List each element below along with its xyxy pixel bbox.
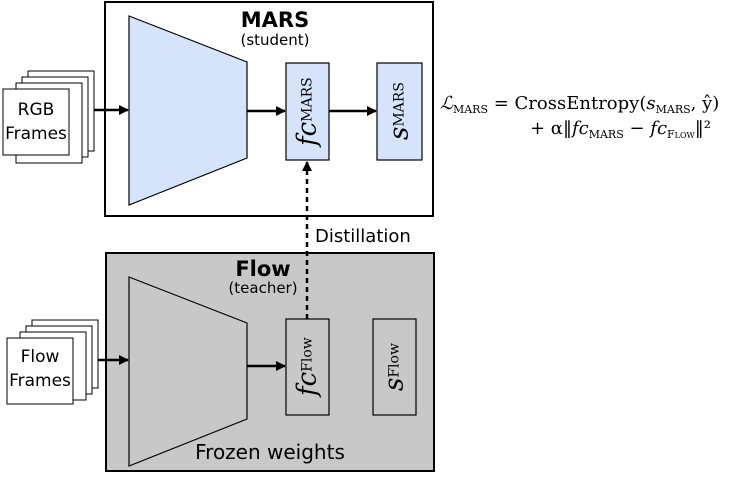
loss-score-symbol: s: [646, 93, 656, 114]
mars-subtitle: (student): [240, 31, 310, 49]
flow-feature-subscript: Flow: [299, 337, 316, 373]
flow-feature-symbol: fc: [292, 372, 323, 397]
mars-feature-symbol: fc: [292, 121, 323, 146]
loss-fc-mars-subscript: MARS: [588, 128, 624, 141]
frozen-weights-label: Frozen weights: [195, 440, 345, 464]
loss-equation-line1: ℒMARS = CrossEntropy(sMARS, ŷ): [440, 93, 719, 116]
flow-feature-label: fcFlow: [286, 319, 329, 415]
mars-score-symbol: s: [384, 127, 415, 141]
mars-score-subscript: MARS: [391, 82, 408, 128]
distillation-label: Distillation: [315, 226, 411, 247]
mars-feature-subscript: MARS: [299, 77, 316, 122]
loss-fc-flow-subscript: Flow: [667, 128, 695, 141]
rgb-frames-label-line2: Frames: [5, 124, 67, 144]
mars-title: MARS: [240, 8, 310, 32]
loss-crossentropy: = CrossEntropy(: [493, 93, 647, 114]
loss-score-subscript: MARS: [655, 103, 691, 116]
loss-alpha-term: + α‖: [530, 118, 572, 139]
flow-subtitle: (teacher): [228, 279, 298, 297]
flow-score-label: sFlow: [373, 319, 416, 415]
loss-equation-line2: + α‖fcMARS − fcFlow‖²: [530, 118, 711, 141]
loss-fc-mars-symbol: fc: [571, 118, 589, 139]
flow-frames-label-line1: Flow: [20, 347, 60, 367]
mars-score-label: sMARS: [377, 63, 422, 160]
mars-feature-label: fcMARS: [286, 63, 329, 160]
loss-minus: −: [623, 118, 651, 139]
rgb-frames-label: RGB Frames: [3, 98, 69, 146]
flow-frames-stack: [6, 319, 99, 405]
mars-score-box: [376, 62, 423, 161]
loss-norm-squared: ‖²: [694, 118, 711, 139]
flow-encoder: [128, 276, 248, 467]
rgb-frames-stack: [2, 70, 95, 164]
flow-frames-label-line2: Frames: [9, 371, 71, 391]
flow-score-subscript: Flow: [386, 343, 403, 378]
loss-fc-flow-symbol: fc: [650, 118, 668, 139]
mars-encoder: [128, 15, 248, 206]
loss-symbol: ℒ: [440, 93, 453, 114]
flow-title: Flow: [235, 257, 291, 281]
loss-target: , ŷ): [690, 93, 720, 114]
loss-subscript: MARS: [452, 103, 488, 116]
flow-frames-label: Flow Frames: [7, 345, 73, 393]
rgb-frames-label-line1: RGB: [17, 100, 55, 120]
flow-score-symbol: s: [379, 377, 410, 391]
mars-feature-box: [285, 62, 330, 161]
flow-score-box: [372, 318, 417, 416]
